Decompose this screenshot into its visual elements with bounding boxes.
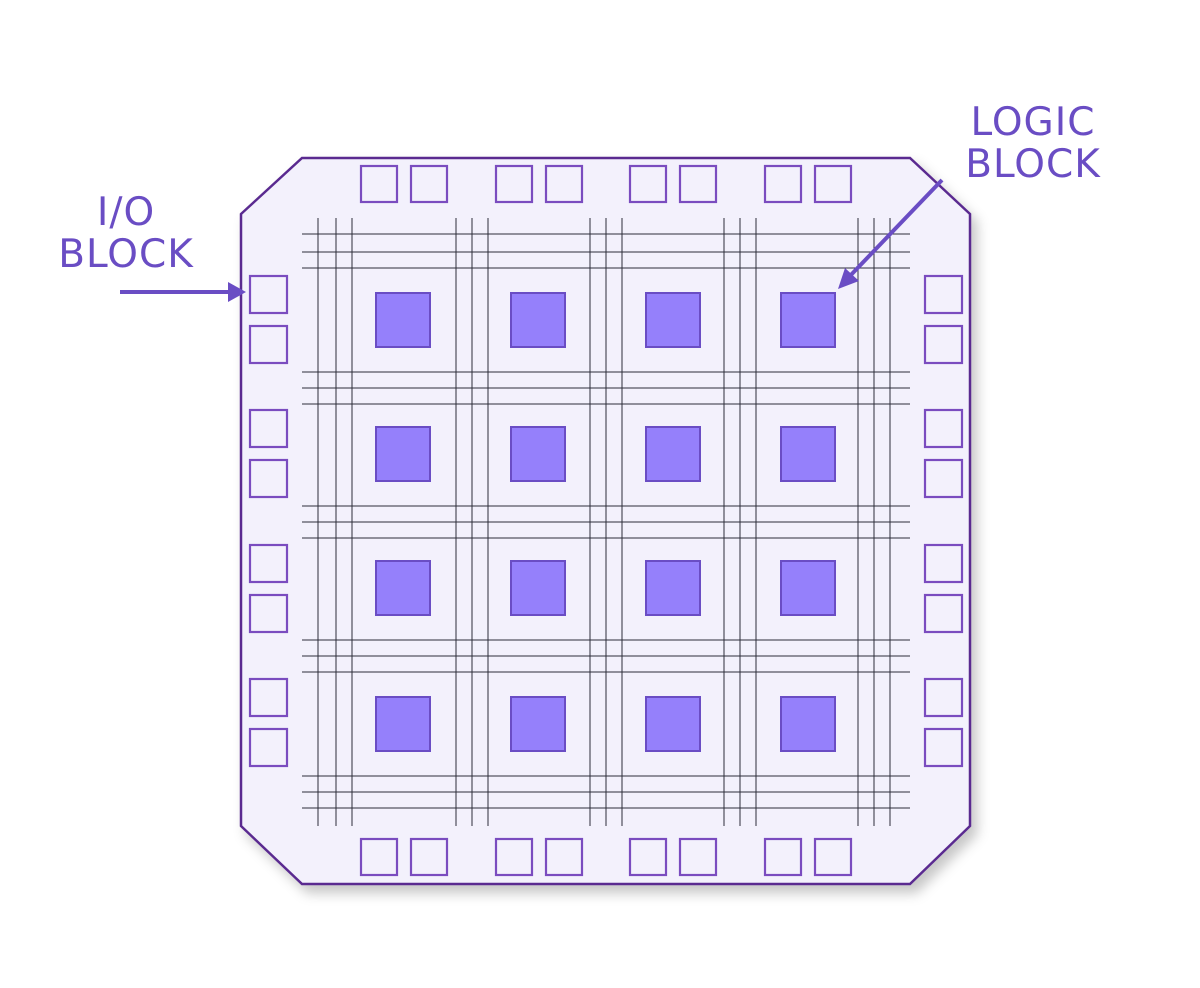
routing-grid [302, 218, 910, 826]
callout-arrows [120, 178, 944, 302]
io-block-bottom [763, 837, 803, 877]
io-block-array [248, 164, 964, 877]
io-block-top [494, 164, 534, 204]
io-block-top [409, 164, 449, 204]
logic-block [645, 292, 701, 348]
io-block-left [248, 543, 289, 584]
io-block-bottom [628, 837, 668, 877]
logic-block [780, 560, 836, 616]
io-block-top [763, 164, 803, 204]
io-block-right [923, 458, 964, 499]
io-block-left [248, 274, 289, 315]
logic-arrow-head [838, 268, 859, 289]
logic-block [645, 426, 701, 482]
io-block-top [359, 164, 399, 204]
io-block-bottom [494, 837, 534, 877]
logic-label-line-1: LOGIC [970, 100, 1096, 145]
logic-block [510, 560, 566, 616]
io-block-bottom [813, 837, 853, 877]
logic-block [780, 292, 836, 348]
logic-block-array [375, 292, 836, 752]
io-block-bottom [678, 837, 718, 877]
io-block-right [923, 543, 964, 584]
logic-label-line-2: BLOCK [965, 142, 1101, 187]
io-label-line-1: I/O [96, 190, 156, 235]
io-block-bottom [409, 837, 449, 877]
io-block-right [923, 727, 964, 768]
io-block-top [678, 164, 718, 204]
io-block-right [923, 274, 964, 315]
logic-block [375, 560, 431, 616]
logic-block [645, 560, 701, 616]
io-block-bottom [359, 837, 399, 877]
io-block-left [248, 677, 289, 718]
logic-block-label: LOGIC BLOCK [950, 102, 1116, 186]
logic-block [375, 292, 431, 348]
io-block-top [628, 164, 668, 204]
logic-arrow-shaft [846, 178, 944, 280]
logic-block [510, 696, 566, 752]
logic-block [510, 426, 566, 482]
io-block-left [248, 727, 289, 768]
io-block-left [248, 458, 289, 499]
logic-block [780, 696, 836, 752]
io-block-right [923, 324, 964, 365]
io-block-label: I/O BLOCK [40, 192, 212, 276]
logic-block [780, 426, 836, 482]
io-block-bottom [544, 837, 584, 877]
io-block-left [248, 324, 289, 365]
io-block-right [923, 677, 964, 718]
logic-block [645, 696, 701, 752]
io-label-line-2: BLOCK [58, 232, 194, 277]
io-block-right [923, 593, 964, 634]
io-block-top [544, 164, 584, 204]
io-block-right [923, 408, 964, 449]
io-block-left [248, 408, 289, 449]
logic-block [510, 292, 566, 348]
logic-block [375, 426, 431, 482]
io-arrow-head [228, 282, 246, 302]
io-block-top [813, 164, 853, 204]
io-block-left [248, 593, 289, 634]
logic-block [375, 696, 431, 752]
